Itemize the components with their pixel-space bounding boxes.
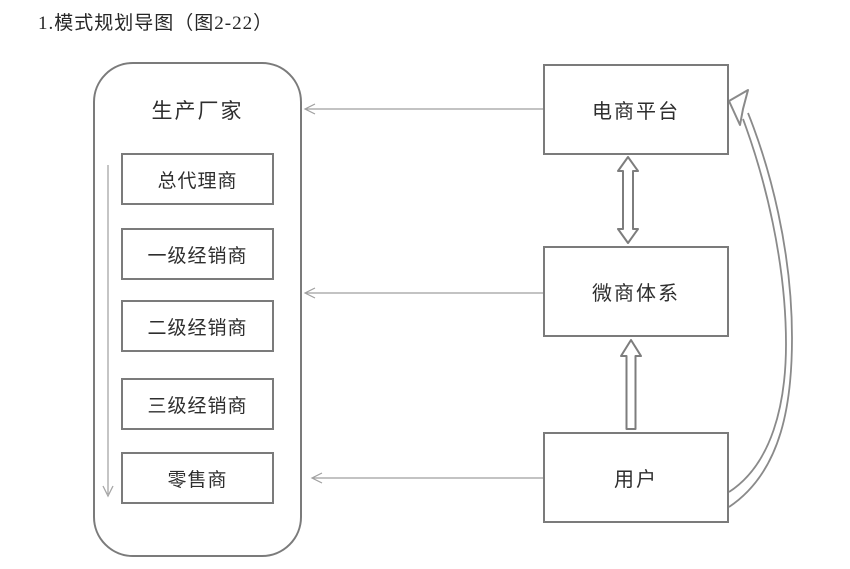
- hierarchy-box-level1-distributor: 一级经销商: [121, 228, 274, 280]
- arrow-user-to-manufacturer: [310, 472, 543, 484]
- hierarchy-box-level2-distributor: 二级经销商: [121, 300, 274, 352]
- node-label: 电商平台: [592, 101, 680, 123]
- hierarchy-box-general-agent: 总代理商: [121, 153, 274, 205]
- hierarchy-label: 二级经销商: [147, 317, 248, 339]
- page-title: 1.模式规划导图（图2-22）: [38, 13, 274, 34]
- double-arrow-ecommerce-weishang: [617, 156, 639, 244]
- hierarchy-box-level3-distributor: 三级经销商: [121, 378, 274, 430]
- arrow-ecommerce-to-manufacturer: [303, 103, 543, 115]
- arrow-user-to-weishang: [620, 339, 642, 430]
- hierarchy-label: 零售商: [167, 469, 228, 491]
- hierarchy-label: 总代理商: [157, 170, 238, 192]
- node-ecommerce-platform: 电商平台: [543, 64, 729, 155]
- hierarchy-label: 三级经销商: [147, 395, 248, 417]
- hierarchy-label: 一级经销商: [147, 245, 248, 267]
- node-weishang-system: 微商体系: [543, 246, 729, 337]
- manufacturer-label: 生产厂家: [151, 99, 244, 123]
- curved-arrow-user-to-ecommerce: [728, 89, 793, 508]
- hierarchy-box-retailer: 零售商: [121, 452, 274, 504]
- manufacturer-container: [93, 62, 302, 557]
- node-user: 用户: [543, 432, 729, 523]
- arrow-weishang-to-manufacturer: [303, 287, 543, 299]
- node-label: 微商体系: [592, 283, 680, 305]
- node-label: 用户: [614, 469, 658, 491]
